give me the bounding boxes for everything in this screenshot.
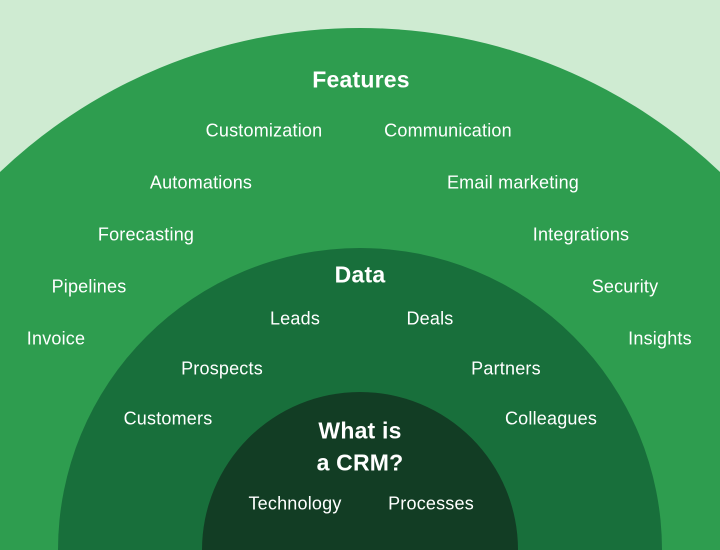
data-ring-title: Data [334, 261, 386, 288]
feature-item-communication: Communication [384, 120, 512, 141]
core-item-technology: Technology [248, 493, 342, 514]
feature-item-pipelines: Pipelines [51, 276, 127, 297]
data-item-prospects: Prospects [181, 358, 263, 379]
feature-item-invoice: Invoice [26, 328, 86, 349]
feature-item-security: Security [591, 276, 659, 297]
feature-item-customization: Customization [205, 120, 323, 141]
data-item-customers: Customers [123, 408, 213, 429]
core-item-processes: Processes [388, 493, 474, 514]
core-ring-title-line1: What is [318, 417, 402, 444]
core-ring-title-line2: a CRM? [316, 449, 404, 475]
feature-item-integrations: Integrations [532, 224, 630, 245]
feature-item-forecasting: Forecasting [97, 224, 195, 245]
data-item-colleagues: Colleagues [504, 408, 598, 429]
feature-item-email-marketing: Email marketing [446, 172, 580, 193]
core-ring-title: What is a CRM? [317, 415, 404, 478]
features-ring-title: Features [312, 66, 410, 93]
data-item-deals: Deals [406, 308, 454, 329]
feature-item-automations: Automations [149, 172, 253, 193]
feature-item-insights: Insights [628, 328, 692, 349]
data-item-leads: Leads [269, 308, 321, 329]
data-item-partners: Partners [471, 358, 541, 379]
